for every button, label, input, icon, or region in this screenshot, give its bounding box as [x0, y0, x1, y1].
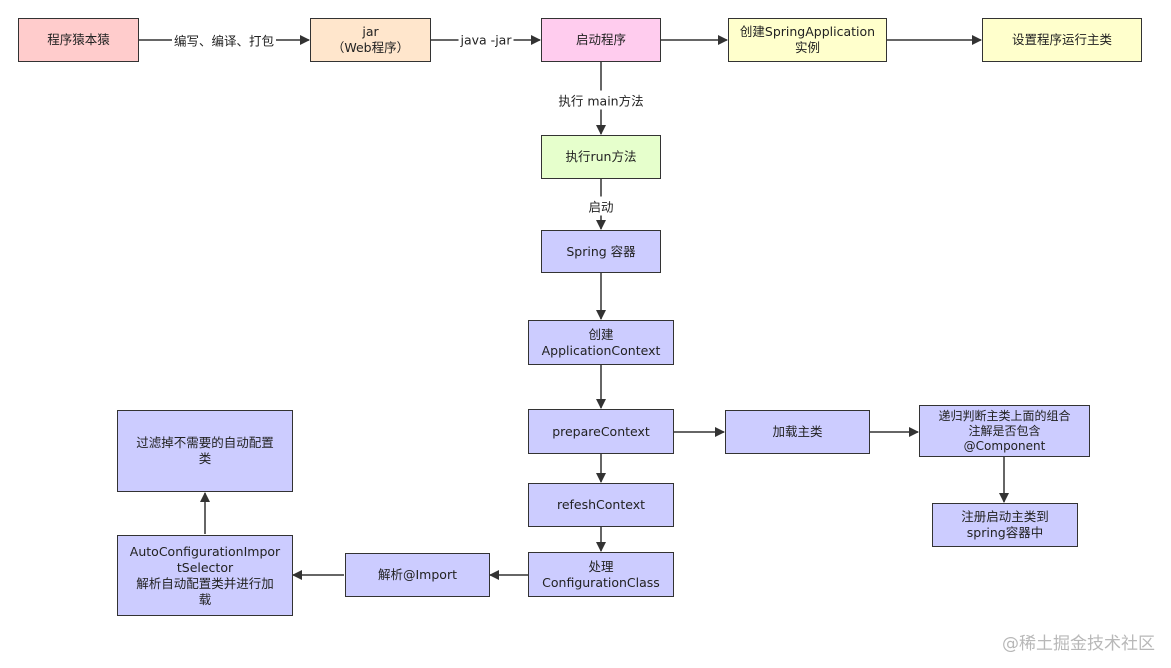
node-create-app-context[interactable]: 创建 ApplicationContext	[528, 320, 674, 365]
node-jar[interactable]: jar （Web程序）	[310, 18, 431, 62]
watermark: @稀土掘金技术社区	[1002, 634, 1155, 654]
node-refresh-context[interactable]: refeshContext	[528, 483, 674, 527]
edge-label-exec-main: 执行 main方法	[556, 90, 646, 110]
node-register-main-class[interactable]: 注册启动主类到 spring容器中	[932, 503, 1078, 547]
node-create-spring-app[interactable]: 创建SpringApplication 实例	[728, 18, 887, 62]
node-start-program[interactable]: 启动程序	[541, 18, 661, 62]
node-auto-config-selector[interactable]: AutoConfigurationImpor tSelector 解析自动配置类…	[117, 535, 293, 616]
node-recursive-check[interactable]: 递归判断主类上面的组合 注解是否包含 @Component	[919, 405, 1090, 457]
node-prepare-context[interactable]: prepareContext	[528, 409, 674, 454]
edge-label-start: 启动	[586, 196, 616, 216]
node-process-config-class[interactable]: 处理 ConfigurationClass	[528, 552, 674, 597]
node-run-method[interactable]: 执行run方法	[541, 135, 661, 179]
node-coder[interactable]: 程序猿本猿	[18, 18, 139, 62]
edge-label-java-jar: java -jar	[458, 32, 514, 48]
node-parse-import[interactable]: 解析@Import	[345, 553, 490, 597]
node-load-main-class[interactable]: 加载主类	[725, 410, 870, 454]
node-spring-container[interactable]: Spring 容器	[541, 230, 661, 273]
node-set-main-class[interactable]: 设置程序运行主类	[982, 18, 1142, 62]
node-filter-auto-config[interactable]: 过滤掉不需要的自动配置 类	[117, 410, 293, 492]
edge-label-compile: 编写、编译、打包	[171, 30, 277, 50]
